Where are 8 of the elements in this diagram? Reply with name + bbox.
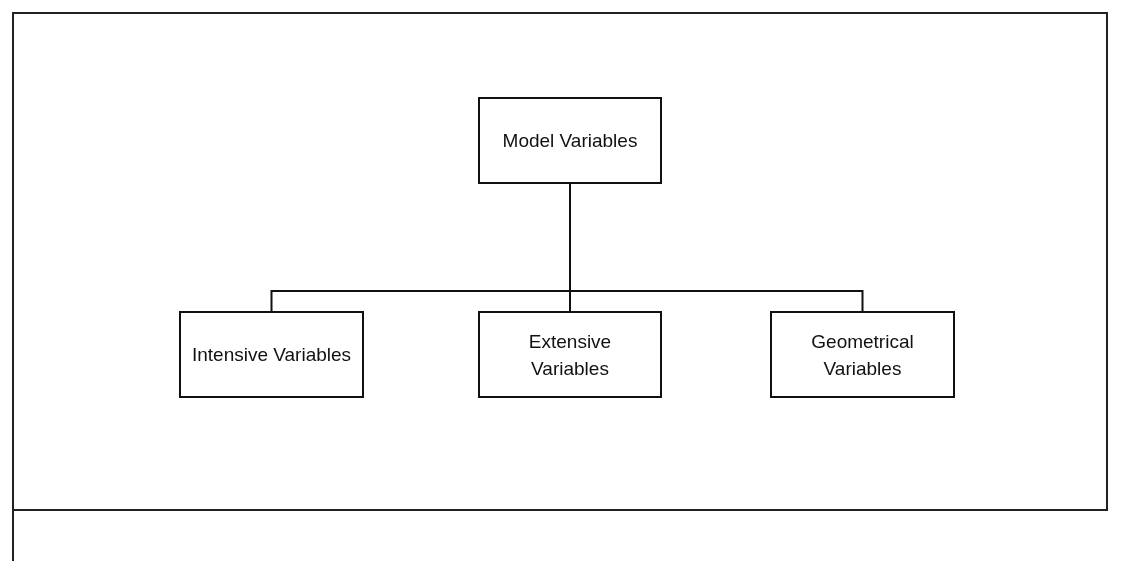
box-label: Model Variables (502, 129, 638, 153)
variable-box (179, 311, 364, 398)
box-label: Extensive Variables (527, 329, 613, 381)
variable-box (478, 311, 662, 398)
box-label: Intensive Variables (191, 343, 352, 367)
box-label: Geometrical Variables (810, 329, 915, 381)
variable-box (770, 311, 955, 398)
variable-box (478, 97, 662, 184)
